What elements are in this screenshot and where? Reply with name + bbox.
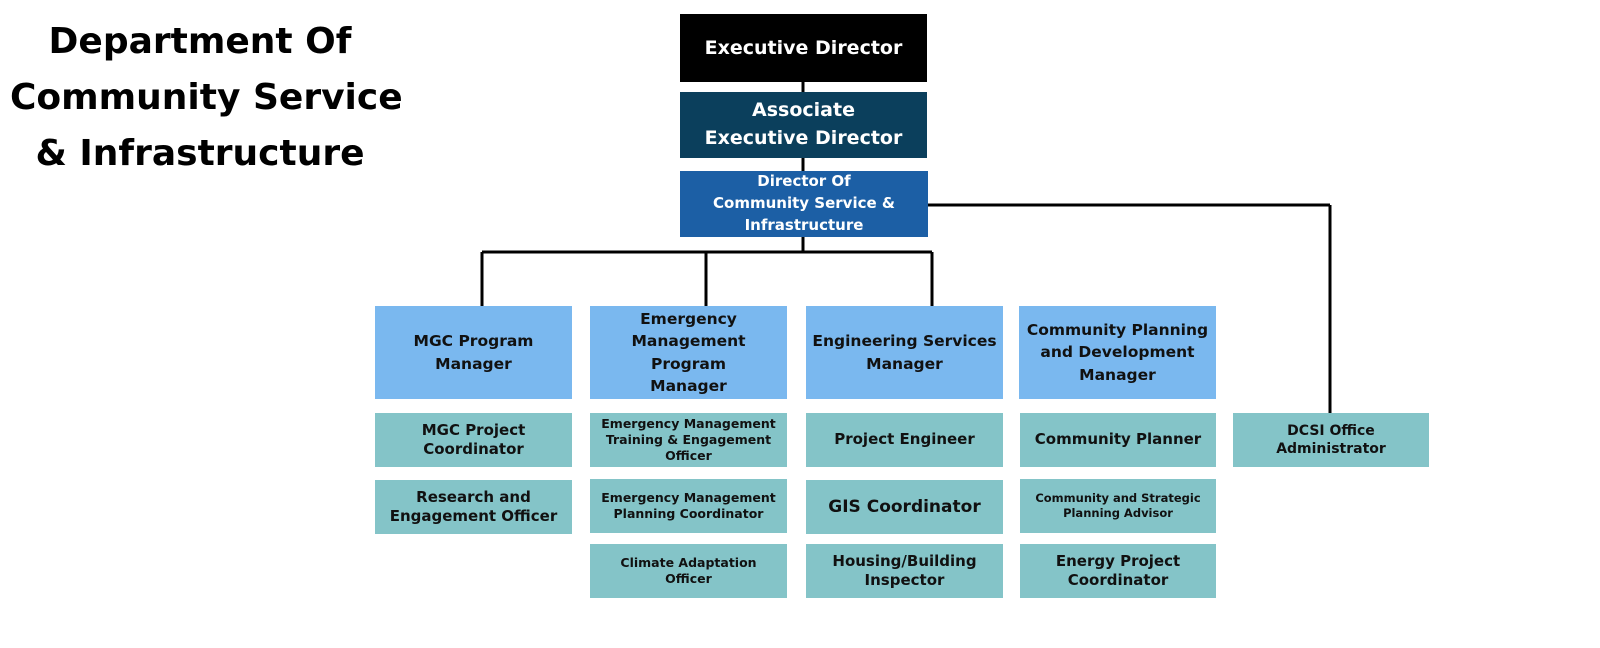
box-label: Planning Advisor (1063, 506, 1173, 520)
box-label: Community Planning (1026, 320, 1209, 339)
emergency-training-engagement-officer-box: Emergency Management Training & Engageme… (590, 413, 787, 467)
mgc-project-coordinator-box: MGC Project Coordinator (375, 413, 572, 467)
community-planner-box: Community Planner (1020, 413, 1216, 467)
emergency-planning-coordinator-box: Emergency Management Planning Coordinato… (590, 479, 787, 533)
engineering-services-manager-box: Engineering Services Manager (806, 306, 1003, 399)
box-label: Officer (665, 571, 712, 586)
mgc-program-manager-box: MGC Program Manager (375, 306, 572, 399)
box-label: Emergency (640, 309, 737, 328)
box-label: MGC Project (421, 420, 526, 439)
box-label: Training & Engagement (605, 431, 772, 447)
box-label: Coordinator (1067, 571, 1169, 589)
department-title: Department Of Community Service & Infras… (10, 14, 403, 182)
box-label: Director Of (757, 172, 851, 191)
community-planning-development-manager-box: Community Planning and Development Manag… (1019, 306, 1216, 399)
box-label: Executive Director (704, 127, 903, 149)
box-label: Associate (752, 99, 855, 122)
box-label: Officer (665, 448, 712, 464)
climate-adaptation-officer-box: Climate Adaptation Officer (590, 544, 787, 598)
gis-coordinator-box: GIS Coordinator (806, 480, 1003, 534)
box-label: Project Engineer (834, 430, 975, 449)
energy-project-coordinator-box: Energy Project Coordinator (1020, 544, 1216, 598)
director-box: Director Of Community Service & Infrastr… (680, 171, 928, 237)
box-label: Community and Strategic (1035, 491, 1201, 506)
box-label: Climate Adaptation (620, 554, 757, 570)
box-label: MGC Program Manager (413, 332, 534, 373)
project-engineer-box: Project Engineer (806, 413, 1003, 467)
title-line: & Infrastructure (35, 133, 365, 174)
box-label: Manager (650, 376, 727, 395)
community-strategic-planning-advisor-box: Community and Strategic Planning Advisor (1020, 479, 1216, 533)
box-label: Research and (416, 487, 531, 506)
box-label: Coordinator (423, 440, 524, 458)
box-label: Inspector (864, 571, 945, 589)
dcsi-office-administrator-box: DCSI Office Administrator (1233, 413, 1429, 467)
box-label: Engagement Officer (389, 507, 558, 525)
box-label: GIS Coordinator (828, 496, 981, 517)
box-label: and Development (1040, 343, 1195, 362)
box-label: Community Planner (1034, 430, 1202, 449)
box-label: Management Program (631, 332, 746, 373)
box-label: Planning Coordinator (613, 506, 764, 521)
box-label: Administrator (1276, 441, 1386, 457)
associate-executive-director-box: Associate Executive Director (680, 92, 927, 158)
housing-building-inspector-box: Housing/Building Inspector (806, 544, 1003, 598)
box-label: Housing/Building (832, 551, 977, 570)
box-label: Manager (866, 354, 943, 373)
box-label: Energy Project (1055, 551, 1181, 570)
title-line: Department Of (48, 21, 352, 62)
title-line: Community Service (10, 77, 403, 118)
box-label: Executive Director (704, 36, 903, 59)
box-label: Community Service & (713, 194, 895, 213)
executive-director-box: Executive Director (680, 14, 927, 82)
box-label: Manager (1079, 365, 1156, 384)
emergency-management-program-manager-box: Emergency Management Program Manager (590, 306, 787, 399)
box-label: Engineering Services (812, 332, 997, 351)
research-engagement-officer-box: Research and Engagement Officer (375, 480, 572, 534)
box-label: Emergency Management (601, 415, 776, 431)
box-label: DCSI Office (1287, 422, 1375, 439)
box-label: Emergency Management (601, 489, 776, 505)
box-label: Infrastructure (744, 215, 864, 234)
